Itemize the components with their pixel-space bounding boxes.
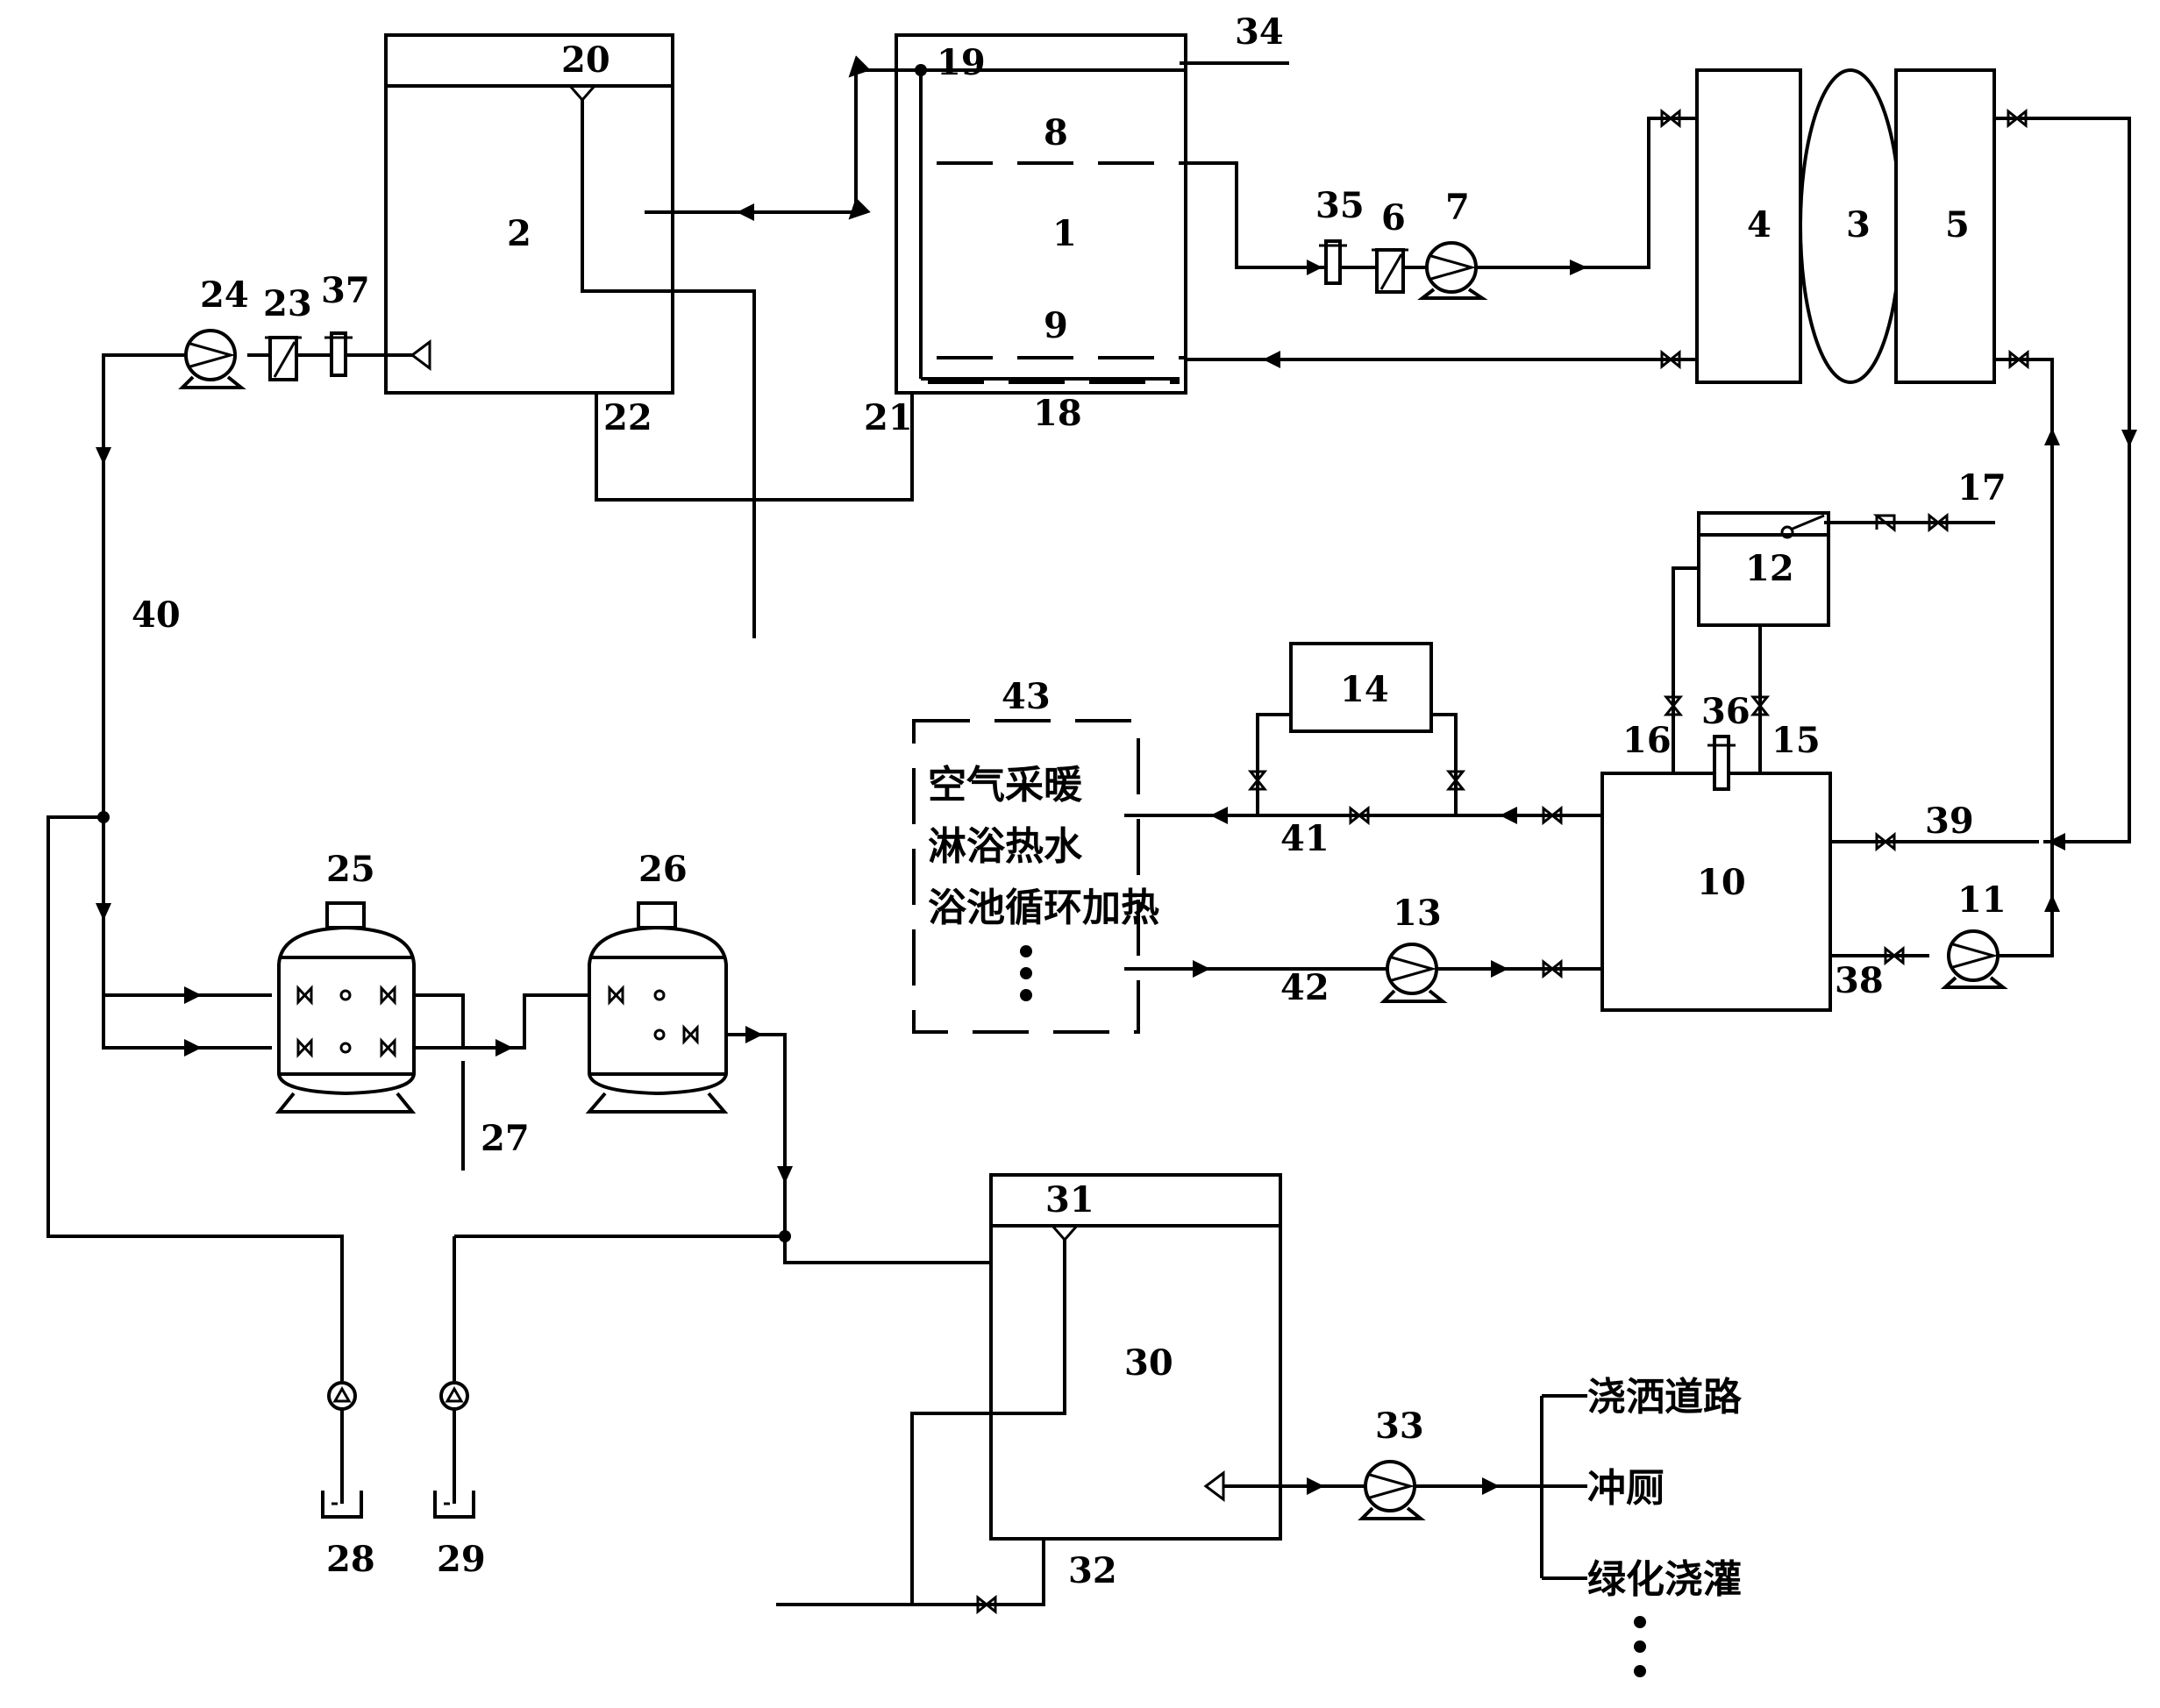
label-31: 31: [1045, 1179, 1094, 1221]
label-5: 5: [1945, 204, 1970, 246]
user-box-43: [912, 719, 1140, 1034]
label-39: 39: [1925, 801, 1974, 842]
tank-1: [645, 33, 1289, 395]
flowmeter-37: [330, 331, 347, 377]
label-7: 7: [1445, 187, 1470, 228]
label-15: 15: [1771, 720, 1821, 761]
label-20: 20: [561, 39, 610, 81]
label-16: 16: [1622, 720, 1672, 761]
tank-12: [1663, 511, 1995, 773]
suction-nozzle: [410, 339, 431, 371]
label-34: 34: [1235, 11, 1284, 53]
label-42: 42: [1280, 967, 1330, 1008]
use-pool-heating: 浴池循环加热: [928, 886, 1159, 930]
filter-vessel-25: [274, 901, 417, 1114]
label-6: 6: [1381, 197, 1406, 238]
label-10: 10: [1697, 862, 1746, 903]
module-4: [1695, 68, 1802, 384]
label-30: 30: [1124, 1342, 1173, 1384]
tank-30: [776, 1173, 1282, 1615]
pump-line-40: [96, 329, 431, 1057]
label-25: 25: [326, 849, 375, 890]
label-8: 8: [1044, 112, 1068, 153]
use-green-irrigation: 绿化浇灌: [1587, 1557, 1742, 1602]
membrane-module: [1695, 68, 1996, 384]
label-41: 41: [1280, 818, 1330, 859]
label-27: 27: [481, 1118, 530, 1159]
module-5: [1894, 68, 1996, 384]
label-13: 13: [1393, 893, 1442, 934]
filter-vessel-26: [585, 901, 729, 1114]
label-28: 28: [326, 1539, 375, 1580]
heat-exchanger-14: [1247, 642, 1466, 815]
label-43: 43: [1002, 676, 1051, 717]
label-29: 29: [437, 1539, 486, 1580]
label-2: 2: [507, 213, 531, 254]
label-9: 9: [1044, 305, 1068, 346]
feed-line-to-membrane: [1186, 108, 1697, 300]
thermometer-36: [1713, 735, 1730, 791]
flowmeter-35: [1324, 239, 1342, 285]
overflow-funnel-31: [1049, 1224, 1080, 1242]
label-19: 19: [937, 42, 986, 83]
label-24: 24: [200, 274, 249, 316]
use-road-spraying: 浇洒道路: [1587, 1375, 1743, 1420]
label-26: 26: [638, 849, 688, 890]
label-1: 1: [1052, 213, 1077, 254]
use-shower-hot-water: 淋浴热水: [928, 824, 1083, 869]
label-3: 3: [1846, 204, 1871, 246]
label-32: 32: [1068, 1550, 1117, 1591]
label-38: 38: [1835, 960, 1884, 1001]
label-40: 40: [132, 594, 181, 636]
label-14: 14: [1340, 669, 1389, 710]
label-23: 23: [263, 283, 312, 324]
label-18: 18: [1033, 393, 1082, 434]
label-21: 21: [864, 397, 913, 438]
label-4: 4: [1747, 204, 1771, 246]
use-air-heating: 空气采暖: [928, 763, 1083, 808]
label-33: 33: [1375, 1406, 1424, 1447]
filter-23: [268, 336, 298, 381]
overflow-funnel-20: [567, 84, 598, 103]
label-22: 22: [603, 397, 652, 438]
label-11: 11: [1957, 879, 2007, 921]
label-37: 37: [321, 270, 370, 311]
label-12: 12: [1745, 548, 1794, 589]
dosing-units: [46, 815, 475, 1519]
label-36: 36: [1701, 691, 1750, 732]
label-35: 35: [1315, 185, 1365, 226]
label-17: 17: [1957, 467, 2007, 509]
use-toilet-flush: 冲厕: [1587, 1466, 1665, 1511]
tank-2: [384, 33, 914, 638]
tank-10: [1600, 735, 2052, 1012]
